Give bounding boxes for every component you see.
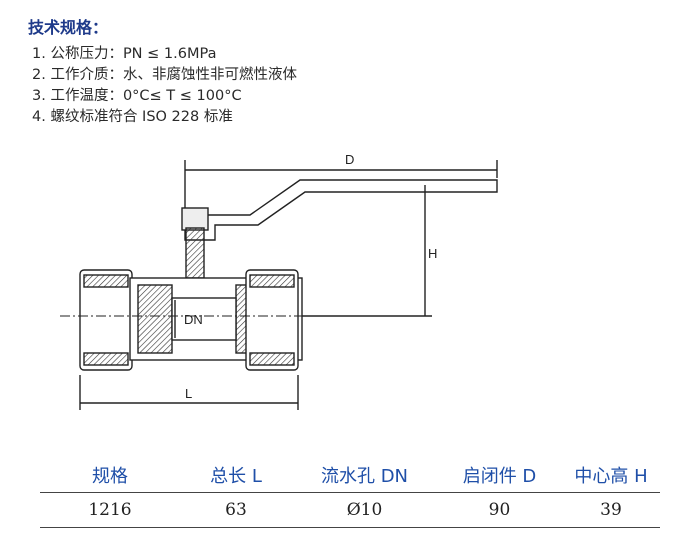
handle-lever <box>184 179 498 241</box>
header-cell: 启闭件 D <box>462 466 537 487</box>
table-cell: 1216 <box>88 500 132 520</box>
table-header: 规格 总长 L 流水孔 DN 启闭件 D 中心高 H <box>40 458 660 492</box>
spec-item: 3. 工作温度：0°C≤ T ≤ 100°C <box>32 88 242 104</box>
table-cell: 63 <box>225 500 247 520</box>
spec-title: 技术规格： <box>28 18 109 37</box>
spec-table: 规格 总长 L 流水孔 DN 启闭件 D 中心高 H 1216 63 Ø10 9… <box>40 458 660 528</box>
header-cell: 总长 L <box>210 466 262 487</box>
spec-item: 2. 工作介质：水、非腐蚀性非可燃性液体 <box>32 67 297 83</box>
header-cell: 规格 <box>92 466 128 487</box>
label-h: H <box>428 246 437 261</box>
stem-nut <box>181 207 209 231</box>
header-cell: 中心高 H <box>574 466 648 487</box>
ball-bore <box>171 297 237 341</box>
table-cell: 39 <box>600 500 622 520</box>
table-row: 1216 63 Ø10 90 39 <box>40 493 660 527</box>
table-bottom-rule <box>40 527 660 528</box>
spec-list: 1. 公称压力：PN ≤ 1.6MPa 2. 工作介质：水、非腐蚀性非可燃性液体… <box>32 44 297 128</box>
table-cell: Ø10 <box>346 500 383 520</box>
spec-item: 4. 螺纹标准符合 ISO 228 标准 <box>32 109 233 125</box>
label-l: L <box>185 386 192 401</box>
table-cell: 90 <box>488 500 511 520</box>
spec-item: 1. 公称压力：PN ≤ 1.6MPa <box>32 46 217 62</box>
header-cell: 流水孔 DN <box>320 466 409 487</box>
label-dn: DN <box>184 312 203 327</box>
table-top-rule <box>40 492 660 493</box>
right-end-cap <box>245 269 299 371</box>
label-d: D <box>345 152 354 167</box>
